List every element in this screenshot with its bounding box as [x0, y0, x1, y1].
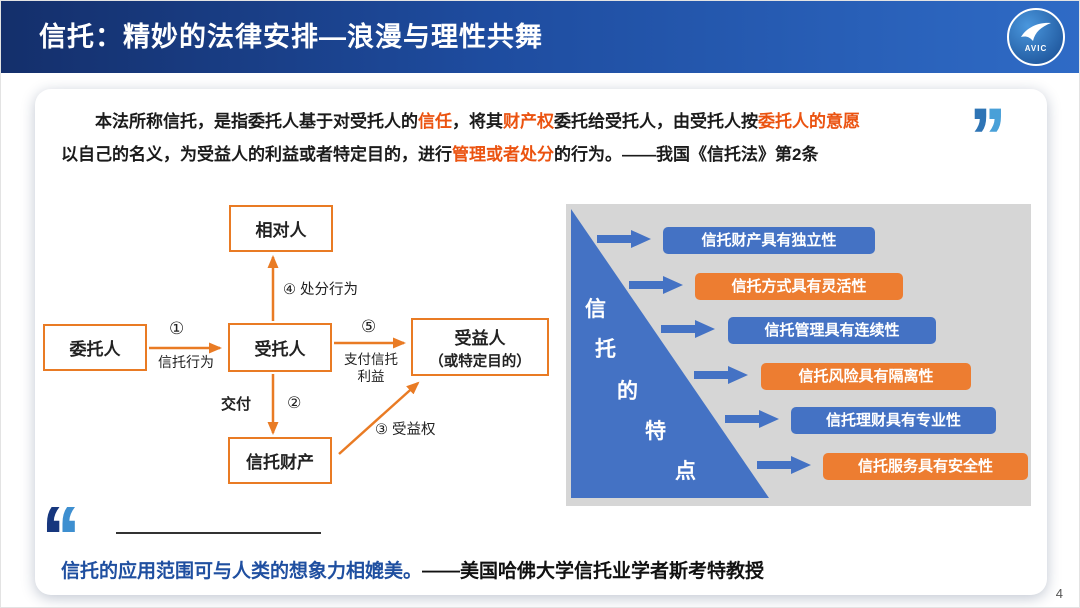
feature-arrow-icon	[597, 230, 651, 248]
law-seg-highlight: 财产权	[503, 112, 554, 131]
arrow1-label: 信托行为	[158, 354, 214, 370]
arrow4-label: ④ 处分行为	[283, 282, 359, 298]
logo-text: AVIC	[1024, 44, 1048, 53]
arrow5-label-line2: 利益	[357, 369, 385, 384]
box-sublabel: （或特定目的）	[429, 353, 531, 370]
box-settlor: 委托人	[43, 324, 147, 371]
footer-quote-attribution: ——美国哈佛大学信托业学者斯考特教授	[422, 561, 765, 582]
law-seg-highlight: 管理或者处分	[452, 145, 554, 164]
triangle-char: 特	[645, 420, 666, 443]
box-trustee: 受托人	[228, 323, 332, 372]
law-seg: 本法所称信托，是指委托人基于对受托人的	[95, 112, 418, 131]
box-label: 信托财产	[246, 453, 314, 472]
box-label: 委托人	[69, 340, 121, 359]
feature-pill: 信托财产具有独立性	[663, 227, 875, 254]
box-trust-property: 信托财产	[228, 437, 332, 484]
feature-arrow-icon	[629, 276, 683, 294]
triangle-char: 信	[585, 298, 606, 321]
triangle-char: 的	[617, 380, 638, 403]
avic-logo: AVIC	[1007, 8, 1065, 66]
page-title: 信托：精妙的法律安排—浪漫与理性共舞	[39, 22, 543, 52]
footer-quote: 信托的应用范围可与人类的想象力相媲美。——美国哈佛大学信托业学者斯考特教授	[61, 556, 764, 583]
box-beneficiary: 受益人 （或特定目的）	[411, 318, 549, 376]
law-seg-highlight: 信任	[418, 112, 452, 131]
feature-arrow-icon	[661, 320, 715, 338]
feature-pill: 信托风险具有隔离性	[761, 363, 971, 390]
law-seg: ，将其	[452, 112, 503, 131]
divider-line	[116, 532, 321, 534]
plane-swoosh-icon	[1021, 22, 1051, 41]
feature-pill: 信托理财具有专业性	[791, 407, 996, 434]
triangle-char: 托	[595, 338, 616, 361]
arrow2-number: ②	[287, 395, 302, 412]
box-label: 受托人	[254, 340, 306, 359]
box-label: 受益人	[454, 328, 506, 348]
law-seg-highlight: 委托人的意愿	[758, 112, 860, 131]
arrow5-label-line1: 支付信托	[344, 352, 398, 367]
box-counterparty: 相对人	[229, 205, 333, 252]
arrow5-label: 支付信托 利益	[333, 351, 409, 385]
arrow1-number: ①	[169, 319, 185, 338]
law-seg: 的行为。——我国《信托法》第2条	[554, 145, 819, 164]
footer-quote-highlight: 信托的应用范围可与人类的想象力相媲美。	[61, 561, 423, 582]
feature-pill: 信托方式具有灵活性	[695, 273, 903, 300]
page-number: 4	[1055, 586, 1063, 601]
triangle-char: 点	[675, 460, 696, 483]
arrow5-number: ⑤	[361, 317, 377, 336]
arrow2-label: 交付	[221, 396, 252, 413]
box-label: 相对人	[255, 221, 307, 240]
feature-arrow-icon	[725, 410, 779, 428]
feature-pill: 信托服务具有安全性	[823, 453, 1028, 480]
arrow3-label: ③ 受益权	[375, 422, 436, 438]
law-seg: 委托给受托人，由受托人按	[554, 112, 758, 131]
feature-arrow-icon	[694, 366, 748, 384]
feature-pill: 信托管理具有连续性	[728, 317, 936, 344]
feature-arrow-icon	[757, 456, 811, 474]
header-bar: 信托：精妙的法律安排—浪漫与理性共舞 AVIC	[1, 1, 1079, 73]
law-seg: 以自己的名义，为受益人的利益或者特定目的，进行	[61, 145, 452, 164]
law-definition-text: 本法所称信托，是指委托人基于对受托人的信任，将其财产权委托给受托人，由受托人按委…	[61, 105, 941, 171]
